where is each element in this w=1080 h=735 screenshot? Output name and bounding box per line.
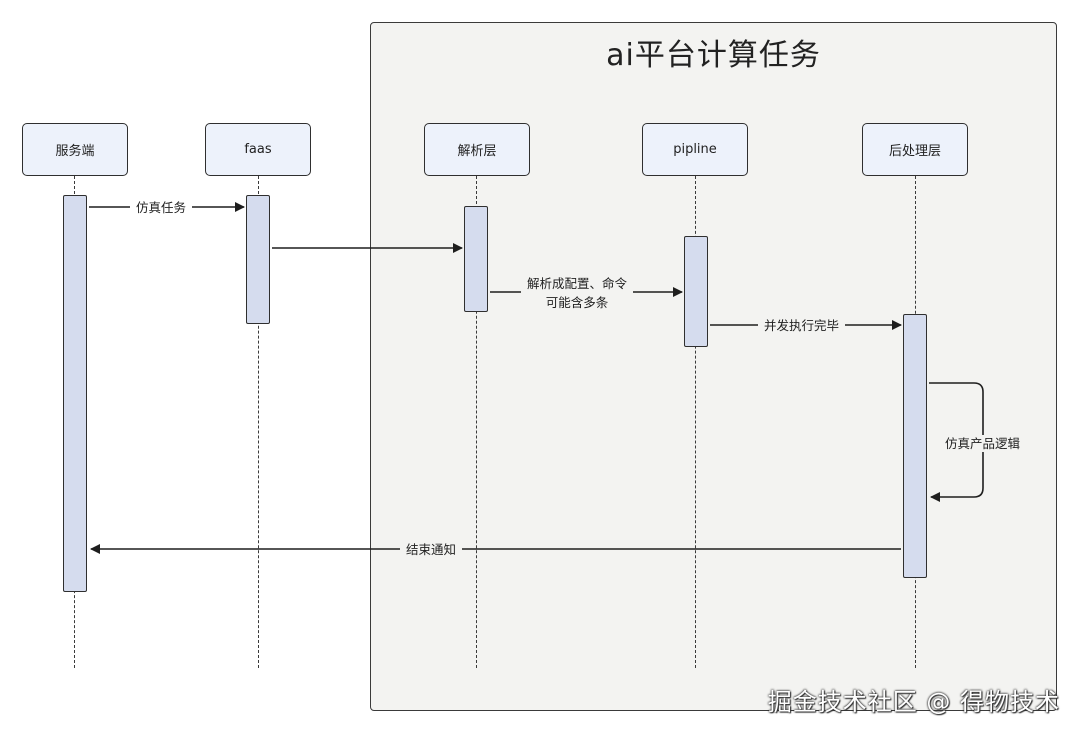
message-simulation-product-logic: 仿真产品逻辑 [939, 435, 1027, 452]
watermark: 掘金技术社区 @ 得物技术 [767, 688, 1060, 716]
lifeline-parse-layer [476, 176, 477, 668]
activation-server [63, 195, 87, 592]
message-simulation-task: 仿真任务 [130, 199, 193, 216]
message-parse-line2: 可能含多条 [545, 295, 609, 310]
message-parse-line1: 解析成配置、命令 [527, 276, 628, 291]
participant-server: 服务端 [22, 123, 128, 176]
group-title: ai平台计算任务 [606, 38, 821, 73]
activation-post-process [903, 314, 927, 578]
message-end-notice: 结束通知 [400, 541, 463, 558]
participant-faas: faas [205, 123, 311, 176]
lifeline-pipeline [695, 176, 696, 668]
activation-faas [246, 195, 270, 324]
lifeline-faas [258, 176, 259, 668]
participant-post-process: 后处理层 [862, 123, 968, 176]
participant-parse-layer: 解析层 [424, 123, 530, 176]
activation-pipeline [684, 236, 708, 347]
message-concurrent-done: 并发执行完毕 [758, 317, 846, 334]
activation-parse-layer [464, 206, 488, 312]
message-parse-to-config: 解析成配置、命令 可能含多条 [521, 274, 634, 312]
participant-pipeline: pipline [642, 123, 748, 176]
